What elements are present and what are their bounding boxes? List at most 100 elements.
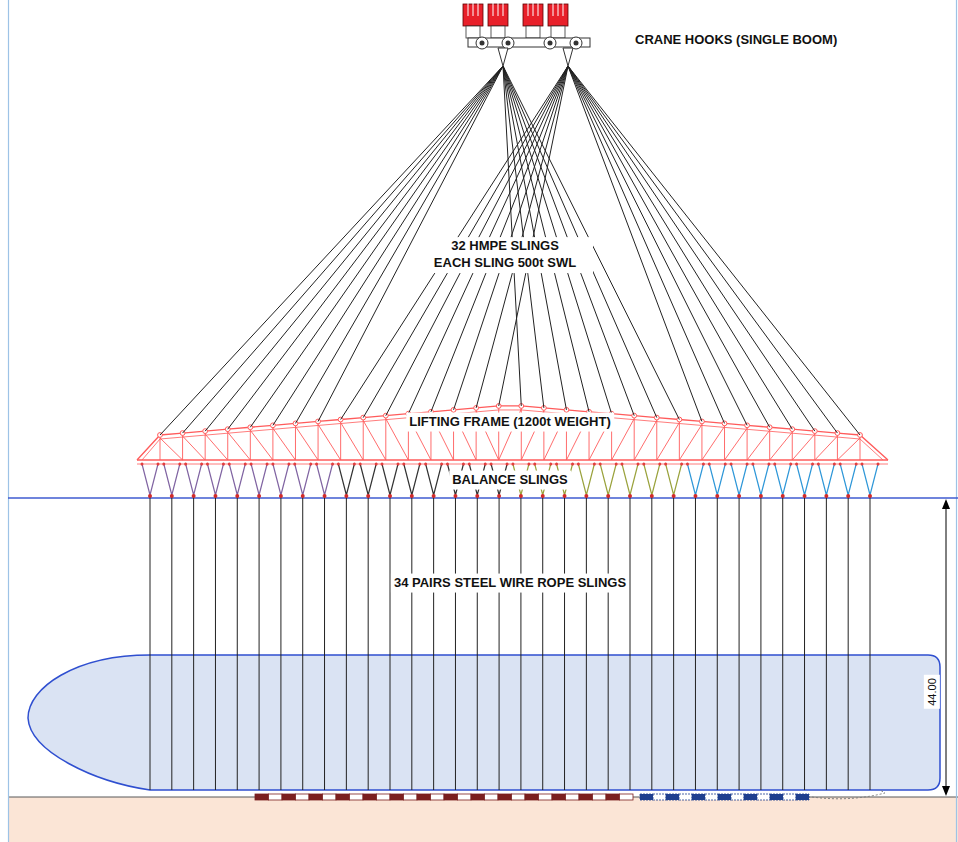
wire-label: 34 PAIRS STEEL WIRE ROPE SLINGS — [391, 574, 629, 593]
hoist-wire — [468, 0, 469, 16]
balance-sling — [862, 464, 878, 495]
frame-diagonal — [205, 434, 228, 460]
frame-vertical — [363, 418, 364, 460]
frame-top-chord — [142, 410, 883, 460]
support-block — [606, 794, 620, 800]
frame-diagonal — [341, 423, 364, 460]
hmpe-sling — [568, 66, 860, 435]
wire-rope-sling — [390, 497, 391, 790]
wire-rope-sling — [259, 497, 260, 790]
wire-rope-sling — [651, 497, 652, 790]
shackle-dot — [148, 494, 152, 498]
sheave-pin — [506, 41, 511, 46]
shackle-dot — [563, 494, 567, 498]
support-block — [796, 794, 809, 800]
frame-diagonal — [386, 419, 409, 460]
sheave-pin — [574, 41, 579, 46]
frame-vertical — [295, 423, 296, 460]
wire-rope-sling — [804, 497, 805, 790]
hoist-wire — [473, 0, 474, 16]
frame-vertical — [814, 431, 815, 460]
balance-sling — [229, 464, 245, 495]
wire-rope-sling — [739, 497, 740, 790]
hmpe-slings — [160, 66, 860, 435]
crane-hooks — [463, 0, 590, 66]
shackle-dot — [650, 494, 654, 498]
frame-vertical — [837, 433, 838, 460]
support-block — [525, 794, 539, 800]
shackle-dot — [235, 494, 239, 498]
shackle-dot — [388, 494, 392, 498]
support-block — [539, 794, 553, 800]
support-block — [296, 794, 310, 800]
wire-rope-sling — [193, 497, 194, 790]
shackle-dot — [584, 494, 588, 498]
shackle-dot — [846, 494, 850, 498]
support-block — [485, 794, 499, 800]
frame-diagonal — [657, 423, 680, 460]
balance-sling — [295, 464, 311, 495]
shackle-dot — [453, 494, 457, 498]
wire-rope-sling — [171, 497, 172, 790]
wire-rope-sling — [673, 497, 674, 790]
wire-rope-sling — [215, 497, 216, 790]
sheave — [502, 37, 514, 49]
frame-diagonal — [634, 421, 657, 460]
wire-rope-sling — [717, 497, 718, 790]
hoist-wire — [498, 0, 499, 16]
support-block — [282, 794, 296, 800]
frame-vertical — [250, 427, 251, 460]
seabed-supports — [255, 794, 809, 800]
balance-sling — [578, 464, 594, 495]
wire-rope-sling — [324, 497, 325, 790]
support-block — [552, 794, 566, 800]
shackle-dot — [606, 494, 610, 498]
frame-diagonal — [183, 436, 206, 460]
balance-sling — [687, 464, 703, 495]
support-block — [417, 794, 431, 800]
support-block — [653, 794, 666, 800]
hoist-wire — [563, 0, 564, 16]
hmpe-sling — [568, 66, 792, 429]
balance-sling — [382, 464, 398, 495]
frame-vertical — [318, 421, 319, 460]
hook-plate — [526, 26, 540, 38]
shackle-dot — [541, 494, 545, 498]
wire-rope-sling — [237, 497, 238, 790]
hoist-wire — [533, 0, 534, 16]
wire-rope-sling — [760, 497, 761, 790]
balance-sling — [338, 464, 354, 495]
wire-rope-sling — [346, 497, 347, 790]
hmpe-sling — [568, 66, 747, 425]
border-line — [8, 0, 9, 842]
frame-vertical — [656, 418, 657, 460]
balance-slings — [141, 463, 880, 499]
frame-vertical — [769, 427, 770, 460]
wire-rope-sling — [870, 497, 871, 790]
hmpe-sling — [568, 66, 837, 433]
shackle-dot — [213, 494, 217, 498]
shackle-dot — [170, 494, 174, 498]
hoist-wire — [493, 0, 494, 16]
frame-vertical — [724, 423, 725, 460]
wire-rope-sling — [826, 497, 827, 790]
frame-vertical — [205, 431, 206, 460]
balance-sling — [251, 464, 267, 495]
hook — [498, 48, 508, 66]
frame-diagonal — [725, 428, 748, 460]
wire-rope-sling — [608, 497, 609, 790]
support-block — [705, 794, 718, 800]
support-block — [458, 794, 472, 800]
support-block — [579, 794, 593, 800]
frame-diagonal — [792, 434, 815, 460]
hook — [563, 48, 573, 66]
support-block — [350, 794, 364, 800]
sheave — [570, 37, 582, 49]
frame-diagonal — [363, 421, 386, 460]
support-block — [431, 794, 445, 800]
wire-rope-sling — [280, 497, 281, 790]
balance-sling — [622, 464, 638, 495]
wire-rope-sling — [520, 497, 521, 790]
balance-sling — [273, 464, 289, 495]
shackle-dot — [192, 494, 196, 498]
